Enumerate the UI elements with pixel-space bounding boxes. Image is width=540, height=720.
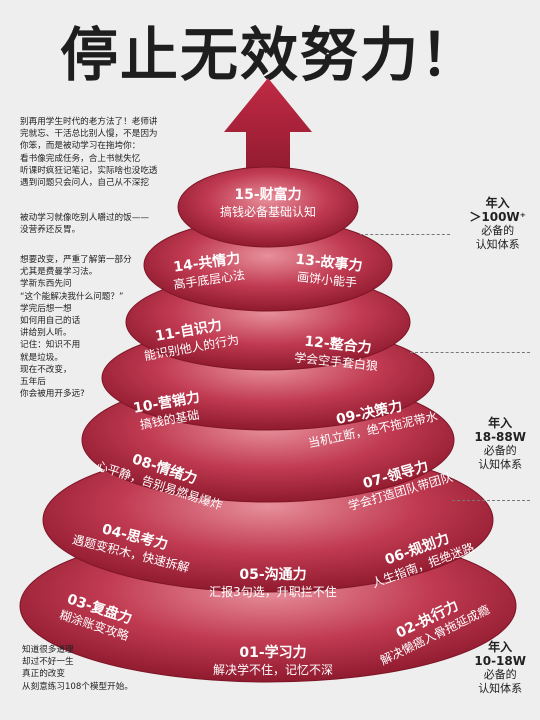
- income-note: 认知体系: [478, 682, 523, 695]
- income-tier-mid: 年入 18-88W 必备的 认知体系: [474, 416, 526, 472]
- intro-text-mid: 被动学习就像吃别人嚼过的饭—— 没营养还反胃。: [20, 213, 149, 236]
- income-note: 必备的: [481, 224, 515, 237]
- level-15: 15-财富力 搞钱必备基础认知: [188, 186, 348, 220]
- level-desc: 汇报3句选，升职拦不住: [209, 585, 337, 599]
- income-amount: ＞100W⁺: [469, 210, 526, 224]
- income-note: 认知体系: [478, 458, 523, 471]
- level-05: 05-沟通力 汇报3句选，升职拦不住: [198, 566, 348, 600]
- tier-7: [177, 166, 359, 248]
- income-note: 必备的: [483, 444, 517, 457]
- divider: [360, 234, 450, 235]
- income-label: 年入: [488, 416, 513, 430]
- level-01: 01-学习力 解决学不住，记忆不深: [198, 644, 348, 678]
- income-label: 年入: [485, 196, 510, 210]
- income-tier-bottom: 年入 10-18W 必备的 认知体系: [474, 640, 526, 696]
- level-desc: 解决学不住，记忆不深: [212, 663, 333, 677]
- level-desc: 搞钱必备基础认知: [219, 205, 316, 219]
- page-title: 停止无效努力！: [59, 21, 480, 89]
- arrow-icon: [224, 78, 312, 180]
- intro-text-low: 想要改变，严重了解第一部分 尤其是费曼学习法。 学新东西先问 “这个能解决我什么…: [20, 255, 132, 400]
- level-title: 01-学习力: [239, 645, 307, 661]
- income-note: 认知体系: [475, 238, 520, 251]
- divider: [452, 500, 530, 501]
- income-note: 必备的: [483, 668, 517, 681]
- divider: [410, 352, 530, 353]
- intro-text-bottom: 知道很多道理 却过不好一生 真正的改变 从刻意练习108个模型开始。: [22, 645, 133, 692]
- income-tier-top: 年入 ＞100W⁺ 必备的 认知体系: [469, 196, 526, 252]
- income-amount: 10-18W: [474, 654, 526, 668]
- income-amount: 18-88W: [474, 430, 526, 444]
- level-title: 05-沟通力: [239, 567, 307, 583]
- income-label: 年入: [488, 640, 513, 654]
- level-title: 15-财富力: [234, 187, 302, 203]
- intro-text-top: 别再用学生时代的老方法了！老师讲 完就忘、干活总比别人慢，不是因为 你笨，而是被…: [20, 117, 158, 189]
